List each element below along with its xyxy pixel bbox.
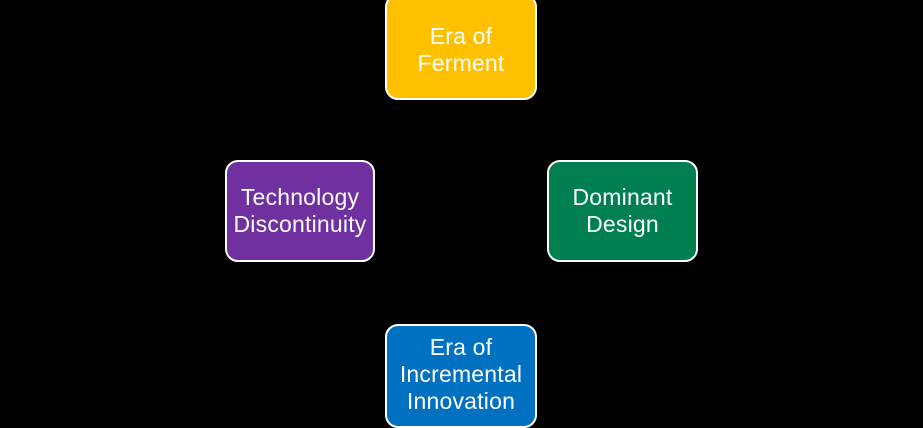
node-technology-discontinuity-label: Technology Discontinuity xyxy=(233,184,367,237)
node-era-of-ferment-label: Era of Ferment xyxy=(417,23,505,76)
node-era-of-ferment[interactable]: Era of Ferment xyxy=(385,0,537,100)
node-dominant-design-label: Dominant Design xyxy=(572,184,673,237)
node-technology-discontinuity[interactable]: Technology Discontinuity xyxy=(225,160,375,262)
node-era-of-incremental-innovation-label: Era of Incremental Innovation xyxy=(399,333,523,414)
node-dominant-design[interactable]: Dominant Design xyxy=(547,160,698,262)
node-era-of-incremental-innovation[interactable]: Era of Incremental Innovation xyxy=(385,324,537,428)
